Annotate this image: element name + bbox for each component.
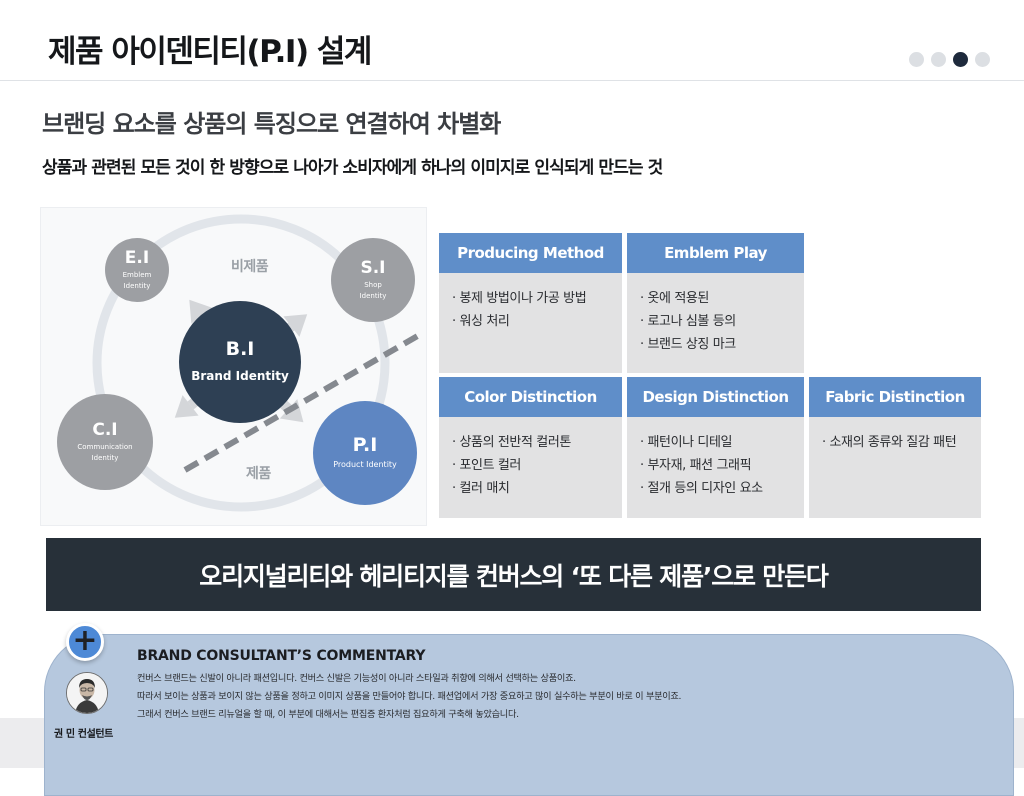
card-item: · 패턴이나 디테일: [640, 435, 733, 450]
node-ci-label: Communication Identity: [77, 443, 133, 462]
card-design-distinction: Design Distinction · 패턴이나 디테일 · 부자재, 패션 …: [627, 377, 804, 518]
key-message-banner: 오리지널리티와 헤리티지를 컨버스의 ‘또 다른 제품’으로 만든다: [46, 538, 981, 611]
card-item: · 소재의 종류와 질감 패턴: [822, 435, 957, 450]
card-title: Producing Method: [439, 233, 622, 273]
pager-dot-4[interactable]: [975, 52, 990, 67]
node-ei-abbr: E.I: [124, 247, 150, 268]
pager-dot-3-active[interactable]: [953, 52, 968, 67]
slide-title: 제품 아이덴티티(P.I) 설계: [48, 34, 372, 70]
plus-icon[interactable]: +: [66, 623, 104, 661]
title-divider: [0, 80, 1024, 81]
card-item: · 로고나 심볼 등의: [640, 314, 736, 329]
card-emblem-play: Emblem Play · 옷에 적용된 · 로고나 심볼 등의 · 브랜드 상…: [627, 233, 804, 373]
node-ei-label: Emblem Identity: [122, 271, 152, 290]
identity-diagram: 비제품 제품 E.I Emblem Identity S.I Shop Iden…: [40, 207, 427, 526]
slide-pager: [909, 52, 990, 67]
pager-dot-1[interactable]: [909, 52, 924, 67]
section-heading: 브랜딩 요소를 상품의 특징으로 연결하여 차별화: [42, 110, 501, 138]
commentary-line: 그래서 컨버스 브랜드 리뉴얼을 할 때, 이 부분에 대해서는 편집증 환자처…: [137, 709, 519, 720]
card-color-distinction: Color Distinction · 상품의 전반적 컬러톤 · 포인트 컬러…: [439, 377, 622, 518]
commentary-line: 컨버스 브랜드는 신발이 아니라 패션입니다. 컨버스 신발은 기능성이 아니라…: [137, 673, 576, 684]
node-shop-identity: S.I Shop Identity: [331, 238, 415, 322]
card-item: · 봉제 방법이나 가공 방법: [452, 291, 587, 306]
pager-dot-2[interactable]: [931, 52, 946, 67]
node-brand-identity: B.I Brand Identity: [179, 301, 301, 423]
card-item: · 상품의 전반적 컬러톤: [452, 435, 571, 450]
card-title: Fabric Distinction: [809, 377, 981, 417]
node-ci-abbr: C.I: [92, 419, 118, 440]
card-item: · 부자재, 패션 그래픽: [640, 458, 752, 473]
card-fabric-distinction: Fabric Distinction · 소재의 종류와 질감 패턴: [809, 377, 981, 518]
card-item: · 워싱 처리: [452, 314, 510, 329]
card-producing-method: Producing Method · 봉제 방법이나 가공 방법 · 워싱 처리: [439, 233, 622, 373]
card-title: Emblem Play: [627, 233, 804, 273]
card-item: · 컬러 매치: [452, 481, 510, 496]
zone-label-product: 제품: [246, 466, 271, 482]
avatar: [66, 672, 108, 714]
node-pi-abbr: P.I: [352, 434, 378, 457]
commentary-title: BRAND CONSULTANT’S COMMENTARY: [137, 648, 426, 664]
card-title: Color Distinction: [439, 377, 622, 417]
card-title: Design Distinction: [627, 377, 804, 417]
node-bi-abbr: B.I: [225, 338, 255, 361]
consultant-name: 권 민 컨설턴트: [54, 729, 113, 740]
node-bi-label: Brand Identity: [191, 368, 289, 383]
commentary-text: 컨버스 브랜드는 신발이 아니라 패션입니다. 컨버스 신발은 기능성이 아니라…: [137, 670, 681, 724]
node-product-identity: P.I Product Identity: [313, 401, 417, 505]
node-pi-label: Product Identity: [333, 459, 397, 469]
node-si-label: Shop Identity: [359, 281, 387, 300]
card-item: · 절개 등의 디자인 요소: [640, 481, 763, 496]
card-item: · 브랜드 상징 마크: [640, 337, 736, 352]
consultant-portrait: [67, 673, 107, 713]
section-subheading: 상품과 관련된 모든 것이 한 방향으로 나아가 소비자에게 하나의 이미지로 …: [42, 158, 663, 178]
commentary-line: 따라서 보이는 상품과 보이지 않는 상품을 정하고 이미지 상품을 만들어야 …: [137, 691, 682, 702]
node-si-abbr: S.I: [360, 257, 386, 278]
node-emblem-identity: E.I Emblem Identity: [105, 238, 169, 302]
plus-glyph: +: [72, 623, 98, 658]
orbit-ring: [92, 214, 390, 512]
node-communication-identity: C.I Communication Identity: [57, 394, 153, 490]
card-item: · 옷에 적용된: [640, 291, 709, 306]
zone-label-non-product: 비제품: [231, 259, 269, 275]
card-item: · 포인트 컬러: [452, 458, 521, 473]
